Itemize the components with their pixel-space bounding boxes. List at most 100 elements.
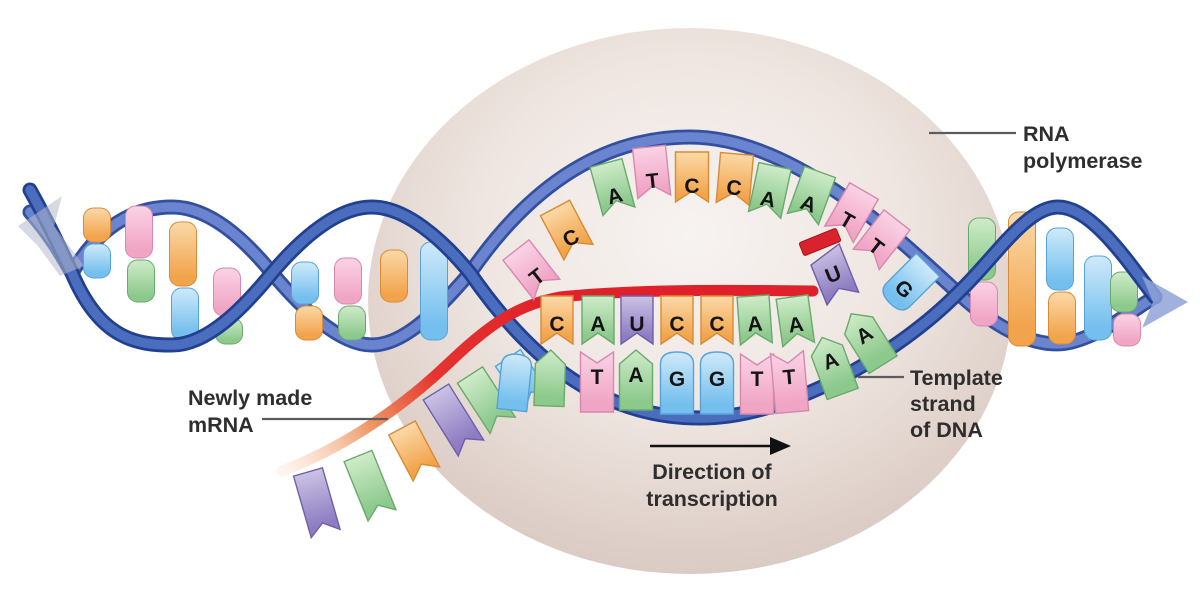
base-letter: C	[669, 313, 684, 336]
label-newly-made-mrna: Newly made mRNA	[188, 386, 388, 437]
green-tab-shape	[589, 157, 636, 218]
base-C-tab: C	[540, 295, 574, 346]
base-letter: C	[709, 313, 724, 336]
base-C-tab: C	[674, 151, 710, 204]
cyan-tab-shape	[882, 252, 941, 311]
base-A-tab: A	[786, 165, 837, 227]
label-template-strand: Template strand of DNA	[858, 366, 1003, 442]
base-letter: A	[787, 313, 805, 338]
base-C-tab: C	[700, 295, 734, 346]
mrna-strand	[276, 284, 819, 477]
base-A-tab: A	[843, 313, 899, 375]
base-letter: T	[782, 366, 797, 390]
orange-tab-shape	[539, 199, 595, 262]
base-tab	[422, 383, 486, 458]
base-C-tab: C	[660, 295, 694, 346]
cyan-tab-shape	[496, 353, 533, 413]
base-letter: C	[549, 313, 564, 336]
pink-tab-shape	[579, 350, 615, 413]
base-T-tab: T	[579, 350, 615, 413]
base-pair-bar-orange	[295, 305, 323, 341]
cyan-tab-shape	[699, 351, 735, 415]
base-pair-bar-cyan	[1046, 227, 1074, 291]
base-A-tab: A	[581, 295, 615, 346]
pink-tab-shape	[631, 144, 672, 200]
incoming-nucleotide-cap	[798, 228, 842, 256]
base-A-tab: A	[775, 293, 816, 349]
base-pair-bar-pink	[334, 257, 362, 305]
template-strand-label-line3: of DNA	[910, 418, 983, 442]
base-pair-bar-orange	[1008, 211, 1036, 347]
base-pair-bar-cyan	[291, 261, 319, 305]
green-tab-shape	[343, 449, 398, 523]
base-pair-bar-cyan	[420, 241, 448, 341]
base-letter: G	[669, 368, 685, 391]
base-T-tab: T	[631, 144, 672, 200]
pink-tab-shape	[769, 349, 810, 415]
orange-tab-shape	[660, 295, 694, 346]
base-letter: C	[684, 175, 699, 198]
orange-tab-shape	[387, 420, 441, 483]
base-letter: A	[820, 348, 842, 375]
base-letter: A	[758, 187, 778, 213]
template-strand-label-line1: Template	[910, 366, 1003, 390]
base-tab	[533, 349, 567, 408]
base-tab	[456, 365, 517, 436]
green-tab-shape	[533, 349, 567, 408]
direction-arrow-head	[770, 437, 791, 455]
base-pair-bar-orange	[380, 249, 408, 303]
base-tab	[343, 449, 398, 523]
base-T-tab: T	[502, 238, 562, 302]
base-C-tab: C	[715, 151, 755, 207]
purple-tab-shape	[422, 383, 486, 458]
base-tab	[387, 420, 441, 483]
orange-tab-shape	[674, 151, 710, 204]
base-pair-bar-cyan	[1084, 255, 1112, 341]
base-pair-bar-green	[1110, 271, 1138, 313]
green-tab-shape	[736, 294, 774, 347]
rna-polymerase-label-line1: RNA	[1023, 122, 1070, 146]
orange-tab-shape	[700, 295, 734, 346]
green-tab-shape	[810, 336, 860, 401]
base-letter: C	[725, 176, 742, 200]
base-tab	[496, 353, 533, 413]
template-strand-label-line2: strand	[910, 392, 976, 416]
incoming-u-nucleotide: U	[798, 228, 860, 307]
base-pair-bar-cyan	[83, 243, 111, 279]
base-A-tab: A	[736, 294, 774, 347]
orange-tab-shape	[715, 151, 755, 207]
base-G-tab: G	[659, 351, 695, 415]
base-pair-bar-pink	[970, 281, 998, 327]
cyan-tab-shape	[659, 351, 695, 415]
pink-tab-shape	[502, 238, 562, 302]
purple-tab-shape	[810, 242, 860, 307]
base-tab	[292, 466, 342, 540]
base-A-tab: A	[747, 161, 792, 220]
base-pair-bar-cyan	[171, 287, 199, 341]
base-pair-bar-pink	[125, 205, 153, 259]
base-T-tab: T	[739, 352, 775, 415]
base-letter: A	[628, 364, 643, 387]
base-A-tab: A	[589, 157, 636, 218]
base-pair-bar-orange	[83, 207, 111, 243]
base-A-tab: A	[618, 349, 654, 411]
base-letter: U	[629, 313, 644, 336]
orange-tab-shape	[540, 295, 574, 346]
base-G-tab: G	[882, 252, 941, 311]
dna-left-arrow-tail	[18, 196, 84, 276]
green-tab-shape	[618, 349, 654, 411]
green-tab-shape	[456, 365, 517, 436]
purple-tab-shape	[292, 466, 342, 540]
base-letter: A	[605, 183, 626, 209]
base-T-tab: T	[769, 349, 810, 415]
base-pair-bar-pink	[1113, 313, 1141, 347]
base-letter: T	[751, 368, 764, 391]
incoming-nucleotide: U	[798, 228, 860, 307]
base-letter: A	[590, 313, 605, 336]
base-G-tab: G	[699, 351, 735, 415]
base-letter: T	[645, 169, 660, 193]
